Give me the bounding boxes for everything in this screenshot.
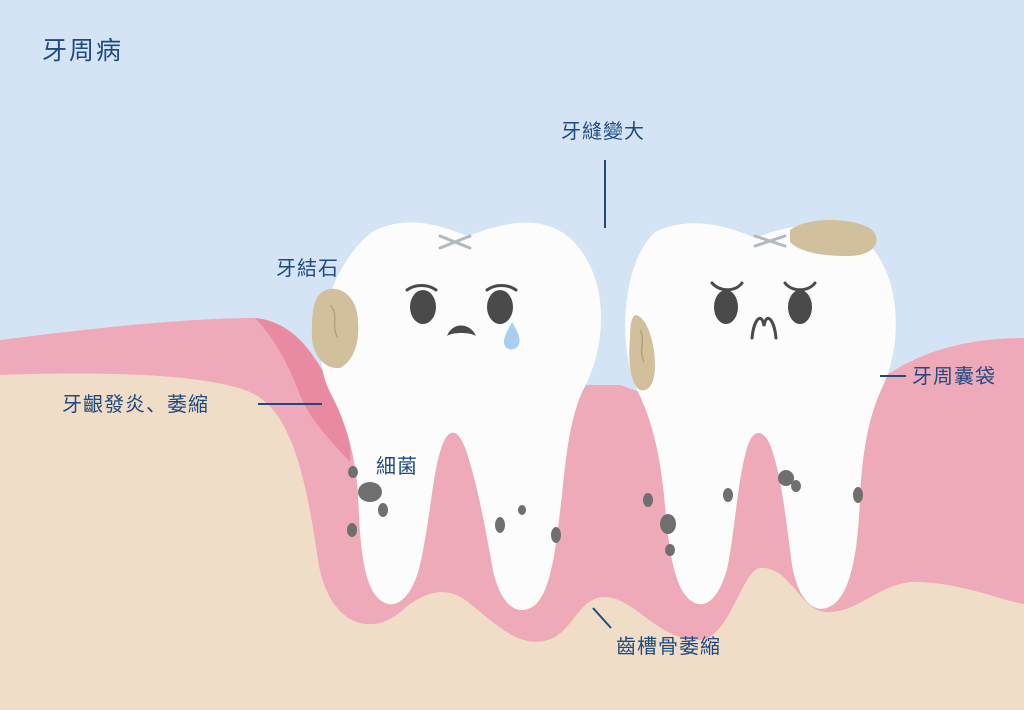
left-eye [714,290,738,324]
left-tooth [320,222,602,611]
label-calculus: 牙結石 [276,256,339,280]
inflamed-gum [255,318,351,462]
wavy-mouth [750,316,778,340]
label-bone-loss: 齒槽骨萎縮 [616,634,721,658]
right-tooth-face [710,281,817,340]
frown-mouth [447,325,476,336]
leader-lines [258,160,906,629]
right-tooth [625,223,896,609]
bone-leader [592,607,612,629]
left-tooth-face [405,284,520,350]
tartar-detail [329,304,645,363]
crown-marks [438,234,787,250]
diagram-title: 牙周病 [42,36,124,65]
label-periodontal-pocket: 牙周囊袋 [912,364,996,388]
alveolar-bone [0,373,1024,710]
tear-drop [504,322,520,350]
tartar-right-tooth-top [790,220,877,256]
label-gingivitis: 牙齦發炎、萎縮 [62,392,209,416]
label-bacteria: 細菌 [376,454,418,478]
left-eye [410,290,436,324]
right-eye [788,290,812,324]
right-eye [487,290,513,324]
label-gap-widened: 牙縫變大 [561,119,645,143]
bacteria [347,466,863,556]
